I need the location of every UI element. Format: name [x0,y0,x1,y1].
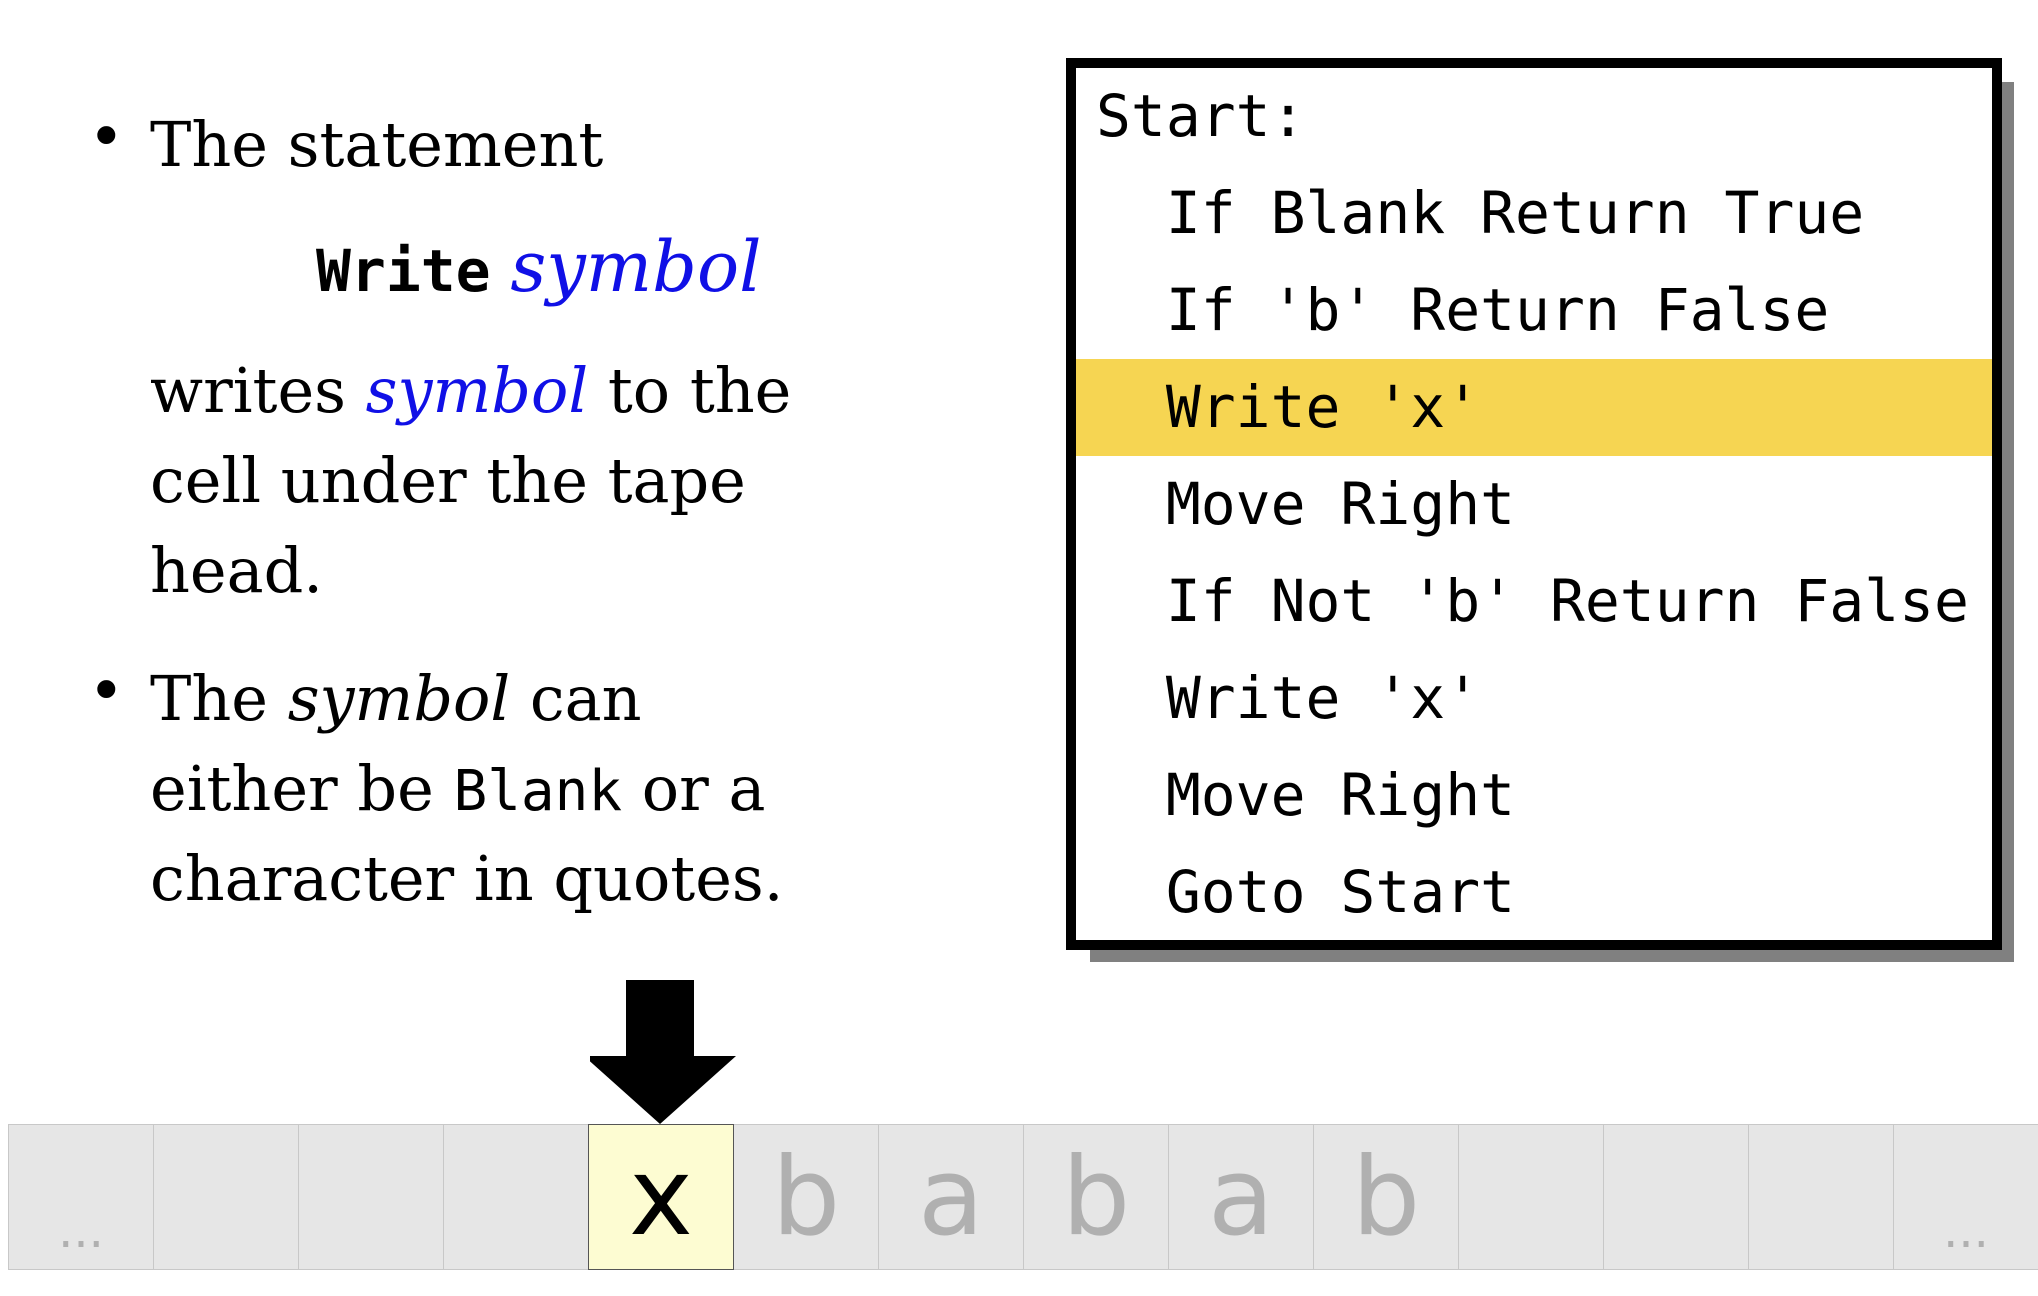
bullet-1-desc-line2: cell under the tape [150,444,746,517]
tape-cell-value: ... [58,1203,104,1259]
tape-cell [443,1124,589,1270]
text: or a [622,752,766,825]
write-statement: Write symbol [316,222,762,316]
symbol-italic: symbol [287,662,511,735]
bullet-1-desc-line3: head. [150,534,323,607]
desc-text: to the [588,354,792,427]
code-line-1: If Blank Return True [1096,179,1865,247]
tape-cell [1603,1124,1749,1270]
bullet-2-line3: character in quotes. [150,842,784,915]
symbol-arg: symbol [510,226,762,308]
code-line-3-highlighted: Write 'x' [1076,359,1992,456]
code-panel: Start: If Blank Return True If 'b' Retur… [1066,58,2002,950]
code-line-7: Move Right [1096,761,1516,829]
tape-cell [1748,1124,1894,1270]
code-line-0: Start: [1096,82,1306,150]
tape-cell: b [1313,1124,1459,1270]
tape: ... x b a b a b ... [8,1124,2038,1270]
bullet-2-line2: either be Blank or a [150,744,765,837]
text: either be [150,752,454,825]
code-line-8: Goto Start [1096,858,1516,926]
code-line-5: If Not 'b' Return False [1096,567,1969,635]
write-keyword: Write [316,237,491,305]
blank-keyword: Blank [453,759,623,824]
tape-cell-value: ... [1943,1203,1989,1259]
code-line-2: If 'b' Return False [1096,276,1830,344]
tape-cell: a [1168,1124,1314,1270]
tape-cell-head: x [588,1124,734,1270]
text: can [510,662,642,735]
bullet-2-line1: The symbol can [150,654,642,744]
desc-symbol: symbol [365,354,589,427]
tape-cell [1458,1124,1604,1270]
tape-cell: b [733,1124,879,1270]
bullet-dot: • [88,100,125,173]
tape-cell-ellipsis-left: ... [8,1124,154,1270]
desc-text: writes [150,354,366,427]
tape-head-arrow-icon [590,980,736,1124]
code-line-6: Write 'x' [1096,664,1481,732]
bullet-1-line1: The statement [150,108,604,181]
tape-cell [153,1124,299,1270]
tape-cell-ellipsis-right: ... [1893,1124,2038,1270]
tape-cell: b [1023,1124,1169,1270]
bullet-dot: • [88,654,125,727]
tape-cell [298,1124,444,1270]
tape-cell: a [878,1124,1024,1270]
text: The [150,662,288,735]
code-line-4: Move Right [1096,470,1516,538]
bullet-1-desc-line1: writes symbol to the [150,346,791,436]
